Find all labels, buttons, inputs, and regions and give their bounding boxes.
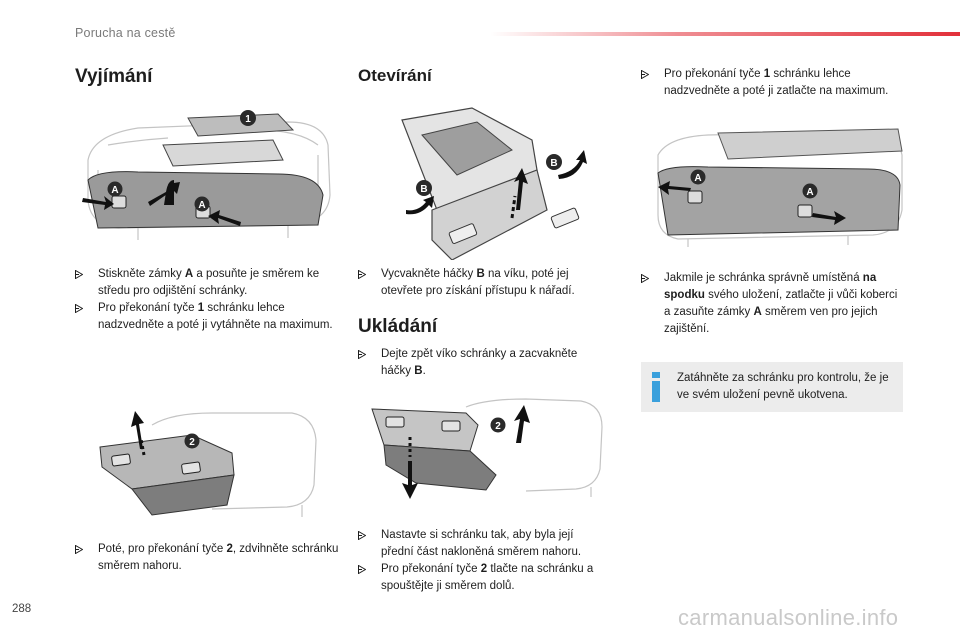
heading-removal: Vyjímání: [75, 66, 153, 87]
header-accent-bar: [490, 32, 960, 36]
label-a: A: [694, 173, 701, 184]
page-number: 288: [12, 603, 32, 615]
instruction-item: Pro překonání tyče 1 schránku lehce nadz…: [75, 300, 343, 334]
arrow-bullet-icon: [358, 270, 366, 279]
info-note: Zatáhněte za schránku pro kontrolu, že j…: [641, 362, 903, 412]
arrow-bullet-icon: [641, 70, 649, 79]
arrow-bullet-icon: [75, 304, 83, 313]
arrow-bullet-icon: [75, 545, 83, 554]
info-i-icon: [649, 372, 663, 402]
figure-opening-hooks: B B: [362, 100, 602, 260]
right-instructions-2: Jakmile je schránka správně umístěná na …: [641, 270, 903, 338]
instruction-text: Vycvakněte háčky: [381, 268, 477, 280]
instruction-text: schránku lehce nadzvedněte a poté ji zat…: [664, 68, 889, 97]
opening-instructions: Vycvakněte háčky B na víku, poté jej ote…: [358, 266, 608, 300]
watermark: carmanualsonline.info: [678, 605, 899, 630]
figure-lift-bar-2: 2: [92, 405, 320, 520]
instruction-text: .: [422, 365, 426, 377]
instruction-emphasis: B: [414, 365, 423, 377]
removal-instructions-2: Poté, pro překonání tyče 2, zdvihněte sc…: [75, 541, 343, 575]
right-instructions-1: Pro překonání tyče 1 schránku lehce nadz…: [641, 66, 891, 100]
instruction-emphasis: 2: [480, 563, 488, 575]
instruction-text: Poté, pro překonání tyče: [98, 543, 227, 555]
instruction-text: svého uložení, zatlačte ji vůči koberci …: [664, 289, 898, 318]
arrow-bullet-icon: [358, 350, 366, 359]
label-b: B: [420, 184, 427, 195]
figure-locks-outward: A A: [648, 125, 906, 250]
instruction-text: Jakmile je schránka správně umístěná: [664, 272, 863, 284]
instruction-emphasis: A: [184, 268, 194, 280]
removal-instructions-1: Stiskněte zámky A a posuňte je směrem ke…: [75, 266, 343, 334]
label-two: 2: [189, 437, 195, 448]
info-text: Zatáhněte za schránku pro kontrolu, že j…: [677, 372, 889, 401]
instruction-text: Pro překonání tyče: [381, 563, 481, 575]
figure-removal-locks: A A 1: [78, 100, 340, 250]
instruction-emphasis: A: [753, 306, 762, 318]
instruction-emphasis: B: [476, 268, 485, 280]
instruction-text: tlačte na schránku a spouštějte ji směre…: [381, 563, 594, 592]
storing-instructions-2: Nastavte si schránku tak, aby byla její …: [358, 527, 608, 595]
instruction-text: Pro překonání tyče: [98, 302, 198, 314]
instruction-item: Poté, pro překonání tyče 2, zdvihněte sc…: [75, 541, 343, 575]
instruction-emphasis: na spodku: [664, 272, 877, 301]
label-b: B: [550, 158, 557, 169]
arrow-bullet-icon: [358, 531, 366, 540]
instruction-emphasis: 1: [197, 302, 205, 314]
heading-opening: Otevírání: [358, 66, 432, 85]
storing-instructions-1: Dejte zpět víko schránky a zacvakněte há…: [358, 346, 608, 380]
instruction-text: na víku, poté jej otevřete pro získání p…: [381, 268, 575, 297]
instruction-text: Nastavte si schránku tak, aby byla její …: [381, 529, 582, 558]
label-a: A: [111, 185, 118, 196]
label-two: 2: [495, 421, 501, 432]
instruction-item: Pro překonání tyče 2 tlačte na schránku …: [358, 561, 608, 595]
instruction-item: Nastavte si schránku tak, aby byla její …: [358, 527, 608, 561]
instruction-text: Dejte zpět víko schránky a zacvakněte há…: [381, 348, 578, 377]
label-a: A: [198, 200, 205, 211]
heading-storing: Ukládání: [358, 316, 438, 337]
instruction-item: Vycvakněte háčky B na víku, poté jej ote…: [358, 266, 608, 300]
instruction-text: a posuňte je směrem ke středu pro odjišt…: [98, 268, 320, 297]
instruction-emphasis: 1: [763, 68, 771, 80]
instruction-text: , zdvihněte schránku směrem nahoru.: [98, 543, 339, 572]
arrow-bullet-icon: [75, 270, 83, 279]
instruction-text: směrem ven pro jejich zajištění.: [664, 306, 878, 335]
figure-push-down-bar-2: 2: [366, 395, 606, 500]
instruction-text: Stiskněte zámky: [98, 268, 185, 280]
label-one: 1: [245, 114, 251, 125]
instruction-text: schránku lehce nadzvedněte a poté ji vyt…: [98, 302, 333, 331]
arrow-bullet-icon: [641, 274, 649, 283]
instruction-item: Pro překonání tyče 1 schránku lehce nadz…: [641, 66, 891, 100]
instruction-item: Dejte zpět víko schránky a zacvakněte há…: [358, 346, 608, 380]
instruction-emphasis: 2: [226, 543, 233, 555]
instruction-item: Stiskněte zámky A a posuňte je směrem ke…: [75, 266, 343, 300]
label-a: A: [806, 187, 813, 198]
instruction-text: Pro překonání tyče: [664, 68, 764, 80]
instruction-item: Jakmile je schránka správně umístěná na …: [641, 270, 903, 338]
arrow-bullet-icon: [358, 565, 366, 574]
section-title: Porucha na cestě: [75, 26, 176, 40]
